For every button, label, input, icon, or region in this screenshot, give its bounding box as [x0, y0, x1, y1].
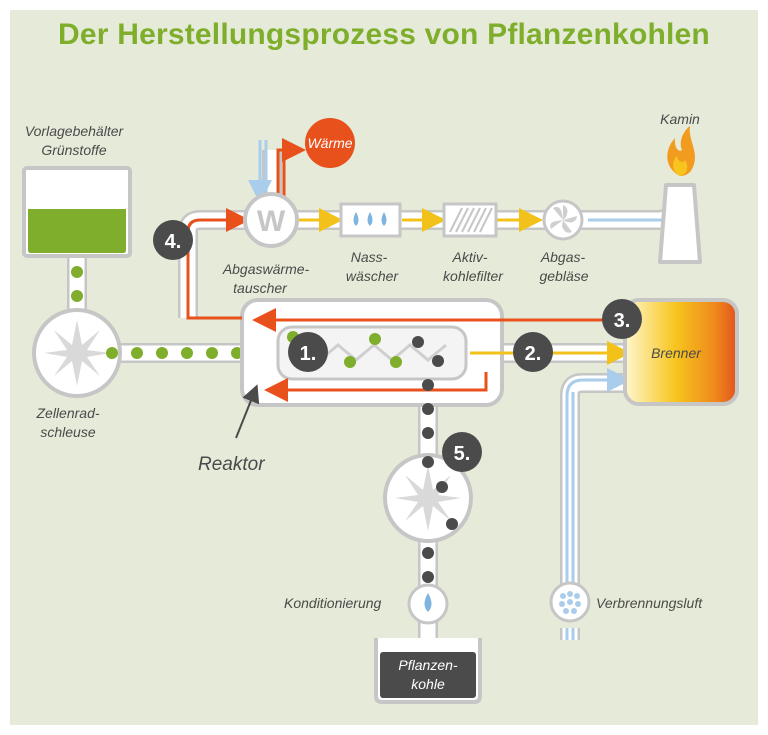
char-pellet [422, 571, 434, 583]
vorlagebehaelter [22, 166, 132, 326]
char-pellet [446, 518, 458, 530]
green-pellet [156, 347, 168, 359]
char-pellet [422, 403, 434, 415]
abgaswaermetauscher: W [243, 192, 299, 248]
char-pellet [422, 456, 434, 468]
w-symbol: W [257, 205, 286, 238]
verbrennungsluft-label: Verbrennungsluft [596, 595, 703, 611]
reaktor-pointer [235, 384, 260, 439]
reaktor-label: Reaktor [198, 454, 265, 475]
green-pellet [206, 347, 218, 359]
abgasgeblaese [542, 199, 584, 241]
brenner-label: Brenner [651, 345, 702, 361]
green-pellet [131, 347, 143, 359]
step-badge-1: 1. [288, 332, 328, 372]
green-pellet [181, 347, 193, 359]
step-badge-4: 4. [153, 220, 193, 260]
zellenrad-label-1: Zellenrad- [35, 405, 99, 421]
svg-text:2.: 2. [525, 343, 542, 365]
nasswaescher [339, 202, 402, 238]
green-pellet [390, 356, 402, 368]
water-drops-icon [353, 212, 387, 226]
pflanzenkohle-label-2: kohle [411, 676, 445, 692]
verbrennungsluft-intake [549, 581, 591, 623]
flame-icon [667, 126, 695, 176]
char-pellet [422, 427, 434, 439]
svg-text:4.: 4. [165, 231, 182, 253]
zellenradschleuse [32, 308, 243, 398]
char-pellet [436, 481, 448, 493]
step-badge-3: 3. [602, 299, 642, 339]
waerme-label: Wärme [307, 135, 352, 151]
konditionierung-label: Konditionierung [284, 595, 382, 611]
flow-lines [186, 138, 690, 640]
star-rotor-icon [395, 465, 461, 531]
brenner [623, 298, 739, 406]
aktiv-label-1: Aktiv- [452, 249, 488, 265]
svg-text:1.: 1. [300, 343, 317, 365]
char-pellet [422, 379, 434, 391]
pflanzenkohle-label-1: Pflanzen- [398, 657, 457, 673]
austrag-zellenrad [383, 379, 473, 583]
green-pellet [106, 347, 118, 359]
filter-icon [449, 207, 493, 233]
green-pellet [369, 333, 381, 345]
abgaswaerme-label-2: tauscher [233, 280, 288, 296]
nass-label-2: wäscher [346, 268, 399, 284]
diagram-title: Der Herstellungsprozess von Pflanzenkohl… [58, 18, 710, 51]
char-pellet [422, 547, 434, 559]
char-pellet [412, 336, 424, 348]
aktiv-label-2: kohlefilter [443, 268, 504, 284]
kamin [658, 126, 702, 264]
geblaese-label-2: gebläse [539, 268, 588, 284]
water-drop-icon [424, 593, 432, 612]
geblaese-label-1: Abgas- [540, 249, 586, 265]
zellenrad-label-2: schleuse [40, 424, 95, 440]
nass-label-1: Nass- [351, 249, 388, 265]
abgaswaerme-label-1: Abgaswärme- [222, 261, 310, 277]
konditionierung [407, 583, 449, 625]
waerme-node: Wärme [305, 118, 355, 168]
step-badge-5: 5. [442, 432, 482, 472]
kamin-label: Kamin [660, 111, 700, 127]
svg-text:3.: 3. [614, 310, 631, 332]
step-badges: 1. 2. 3. 4. 5. [153, 220, 642, 472]
green-pellet [71, 290, 83, 302]
pflanzenkohle-behaelter [374, 638, 482, 704]
green-pellet [71, 266, 83, 278]
fan-icon [550, 205, 577, 233]
reaktor [240, 298, 504, 407]
star-rotor-icon [44, 320, 110, 386]
green-pellet [344, 356, 356, 368]
char-pellet [432, 355, 444, 367]
aktivkohlefilter [442, 202, 498, 238]
vorlage-label-1: Vorlagebehälter [25, 123, 125, 139]
step-badge-2: 2. [513, 332, 553, 372]
svg-text:5.: 5. [454, 443, 471, 465]
vorlage-label-2: Grünstoffe [41, 142, 107, 158]
